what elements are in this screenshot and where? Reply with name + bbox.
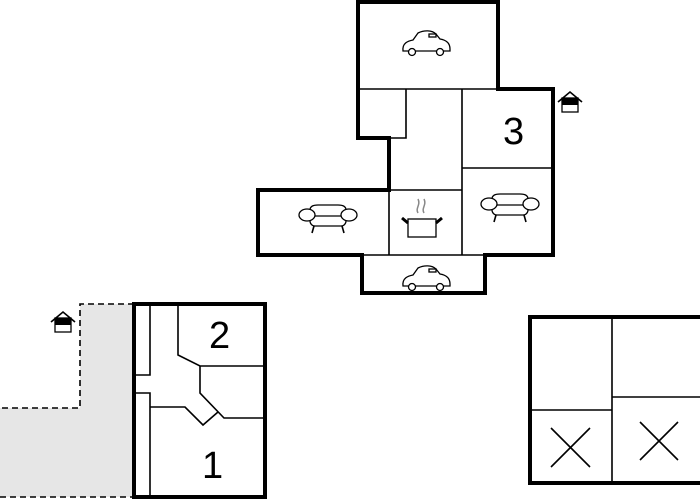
kitchen-pot-icon: [401, 198, 443, 238]
house-entrance-icon: [50, 311, 76, 333]
main-house: 3: [256, 0, 583, 295]
car-icon: [402, 30, 451, 57]
car-icon: [402, 265, 451, 292]
cross-icon: [639, 421, 679, 461]
outbuilding: [528, 315, 700, 485]
room-label-3: 3: [503, 111, 524, 153]
room-label-1: 1: [202, 445, 223, 487]
sofa-icon: [480, 193, 540, 223]
annex-building: 2 1: [0, 302, 267, 499]
room-label-2: 2: [209, 315, 230, 357]
cross-icon: [550, 427, 591, 468]
house-entrance-icon: [557, 91, 583, 113]
sofa-icon: [298, 204, 358, 234]
